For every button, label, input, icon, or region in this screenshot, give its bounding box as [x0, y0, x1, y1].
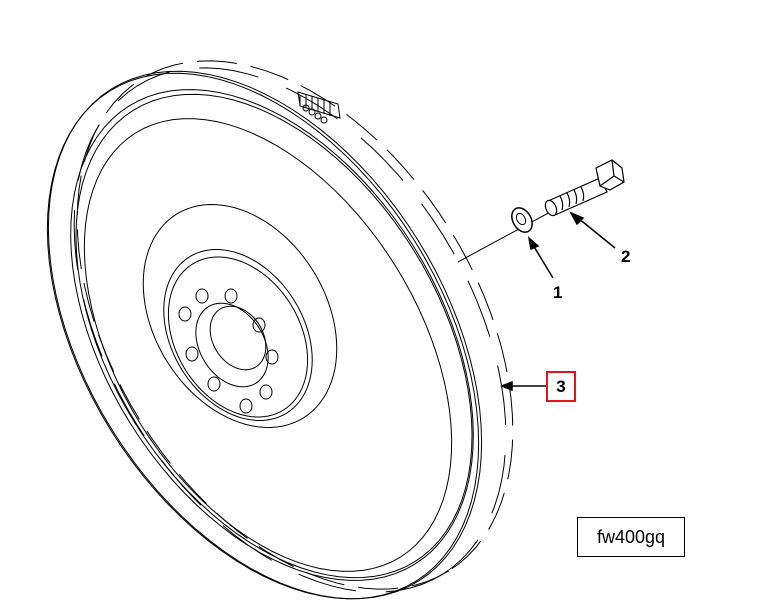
- front-face-edge: [47, 70, 483, 600]
- hub-outer: [142, 204, 338, 428]
- callout-3-number: 3: [556, 376, 566, 396]
- bolt: [544, 159, 625, 217]
- callout-1-label: 1: [553, 283, 563, 302]
- back-rim-inner: [73, 67, 507, 593]
- hub-bore-inner: [209, 305, 267, 371]
- washer-hole: [515, 212, 527, 226]
- leader-arrows: [499, 211, 616, 392]
- hub-flange-1: [163, 249, 313, 421]
- ring-groove-1: [70, 89, 474, 581]
- front-face-edge-2: [46, 72, 480, 600]
- back-rim-outer: [76, 60, 514, 590]
- bolt-holes: [178, 288, 279, 414]
- callout-3-label[interactable]: 3: [546, 371, 576, 402]
- callout-2-label: 2: [621, 247, 631, 266]
- hub-flange-2: [167, 256, 309, 418]
- figure-code: fw400gq: [596, 526, 666, 547]
- flywheel: [46, 60, 514, 600]
- bolt-tip: [544, 199, 558, 217]
- face-inner-ring: [83, 118, 453, 572]
- figure-code-box: fw400gq: [577, 517, 685, 557]
- ring-groove-2: [75, 93, 473, 579]
- washer: [511, 207, 533, 233]
- hub-bore-outer: [195, 302, 269, 388]
- ring-teeth: [297, 91, 341, 124]
